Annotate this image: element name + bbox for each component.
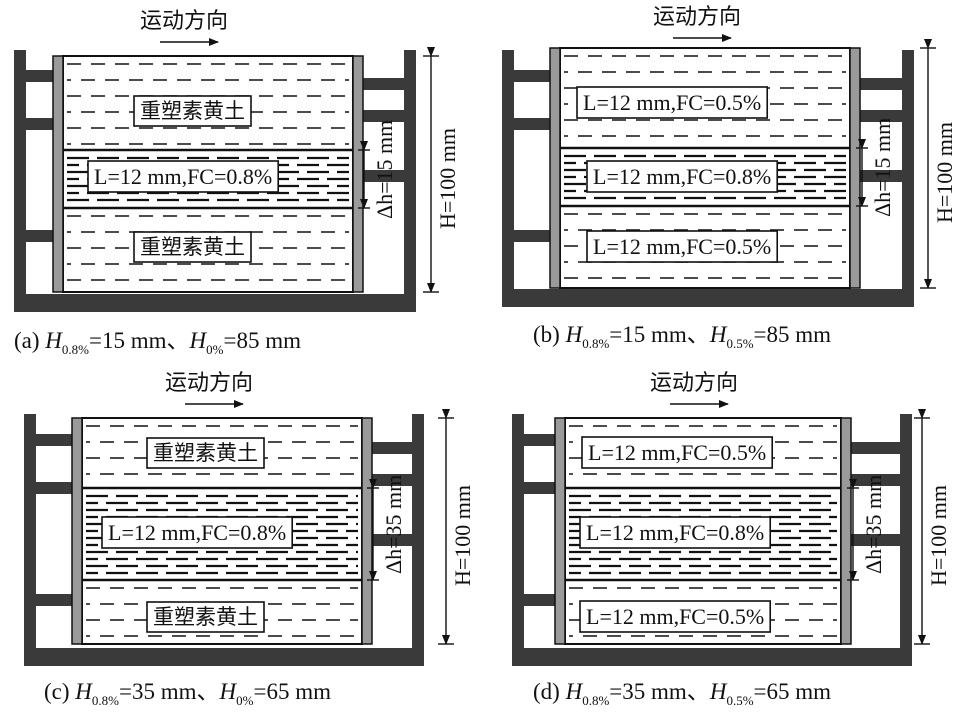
layer-label-2: L=12 mm,FC=0.5% <box>593 234 771 259</box>
brace-left-2 <box>26 230 53 242</box>
caption-c: (c) H0.8%=35 mm、H0%=65 mm <box>44 679 331 708</box>
layer-label-1: L=12 mm,FC=0.8% <box>94 164 272 189</box>
direction-label: 运动方向 <box>650 371 738 396</box>
plate-left <box>71 417 83 645</box>
brace-left-0 <box>514 70 550 82</box>
frame-left-wall <box>24 414 36 666</box>
plate-left <box>549 47 561 289</box>
frame-base <box>502 289 914 307</box>
brace-left-2 <box>36 594 72 606</box>
layer-label-2: 重塑素黄土 <box>153 605 258 629</box>
frame-left-wall <box>502 50 514 307</box>
panel-a: 重塑素黄土 L=12 mm,FC=0.8% 重塑素黄土 运动方向 Δh=15 mm H=1… <box>14 9 460 312</box>
brace-right-1 <box>860 110 902 122</box>
layer-label-box-1 <box>87 160 280 193</box>
shear-zone-label: Δh=35 mm <box>381 475 406 574</box>
plate-left <box>52 55 64 293</box>
frame-base <box>512 648 912 666</box>
brace-left-0 <box>36 434 72 446</box>
total-height-label: H=100 mm <box>926 485 951 586</box>
layer-label-0: 重塑素黄土 <box>140 99 245 123</box>
brace-right-2 <box>372 534 412 546</box>
brace-right-0 <box>372 442 412 454</box>
layer-label-0: 重塑素黄土 <box>153 441 258 465</box>
brace-right-0 <box>860 78 902 90</box>
direction-label: 运动方向 <box>653 5 741 30</box>
shear-zone-label: Δh=15 mm <box>870 118 895 217</box>
layer-label-box-1 <box>101 516 294 549</box>
brace-left-2 <box>524 594 555 606</box>
total-height-label: H=100 mm <box>932 122 957 223</box>
frame-left-wall <box>14 50 26 312</box>
caption-b: (b) H0.8%=15 mm、H0.5%=85 mm <box>533 322 832 351</box>
brace-left-0 <box>26 70 53 82</box>
brace-right-2 <box>860 170 902 182</box>
panel-c: 重塑素黄土 L=12 mm,FC=0.8% 重塑素黄土 运动方向 Δh=35 mm H=1… <box>24 371 475 666</box>
brace-right-1 <box>851 474 900 486</box>
layer-label-box-1 <box>579 516 772 549</box>
layer-label-2: 重塑素黄土 <box>140 235 245 259</box>
layer-label-box-2 <box>146 601 265 633</box>
layer-label-box-0 <box>581 436 774 469</box>
layer-label-0: L=12 mm,FC=0.5% <box>583 90 761 115</box>
layer-label-2: L=12 mm,FC=0.5% <box>586 604 764 629</box>
caption-a: (a) H0.8%=15 mm、H0%=85 mm <box>14 328 301 357</box>
frame-left-wall <box>512 414 524 666</box>
frame-base <box>24 648 424 666</box>
brace-left-1 <box>36 482 72 494</box>
direction-label: 运动方向 <box>165 371 253 396</box>
layer-label-1: L=12 mm,FC=0.8% <box>593 164 771 189</box>
direction-label: 运动方向 <box>140 9 228 34</box>
caption-d: (d) H0.8%=35 mm、H0.5%=65 mm <box>533 679 832 708</box>
layer-label-box-0 <box>146 437 265 469</box>
shear-zone-label: Δh=35 mm <box>861 475 886 574</box>
panel-b: L=12 mm,FC=0.5% L=12 mm,FC=0.8% L=12 mm,FC… <box>502 5 957 307</box>
brace-left-1 <box>524 482 555 494</box>
plate-right <box>352 55 364 293</box>
total-height-label: H=100 mm <box>450 485 475 586</box>
brace-left-1 <box>514 118 550 130</box>
layer-label-1: L=12 mm,FC=0.8% <box>108 520 286 545</box>
brace-left-1 <box>26 118 53 130</box>
plate-right <box>361 417 373 645</box>
layer-label-box-0 <box>133 95 252 127</box>
frame-base <box>14 294 416 312</box>
brace-right-0 <box>851 442 900 454</box>
layer-label-box-1 <box>586 160 779 193</box>
plate-left <box>554 417 566 645</box>
brace-right-2 <box>363 170 404 182</box>
shear-zone-label: Δh=15 mm <box>372 120 397 219</box>
frame-right-wall <box>902 50 914 307</box>
frame-right-wall <box>412 414 424 666</box>
brace-right-1 <box>372 474 412 486</box>
total-height-label: H=100 mm <box>435 128 460 229</box>
layer-label-1: L=12 mm,FC=0.8% <box>586 520 764 545</box>
brace-left-2 <box>514 230 550 242</box>
layer-label-box-2 <box>586 230 779 263</box>
brace-left-0 <box>524 434 555 446</box>
brace-right-2 <box>851 534 900 546</box>
plate-right <box>849 47 861 289</box>
layer-label-0: L=12 mm,FC=0.5% <box>588 440 766 465</box>
brace-right-1 <box>363 110 404 122</box>
layer-label-box-2 <box>579 600 772 633</box>
plate-right <box>840 417 852 645</box>
panel-d: L=12 mm,FC=0.5% L=12 mm,FC=0.8% L=12 mm,FC… <box>512 371 951 666</box>
frame-right-wall <box>900 414 912 666</box>
layer-label-box-0 <box>576 86 769 119</box>
frame-right-wall <box>404 50 416 312</box>
brace-right-0 <box>363 78 404 90</box>
layer-label-box-2 <box>133 231 252 263</box>
